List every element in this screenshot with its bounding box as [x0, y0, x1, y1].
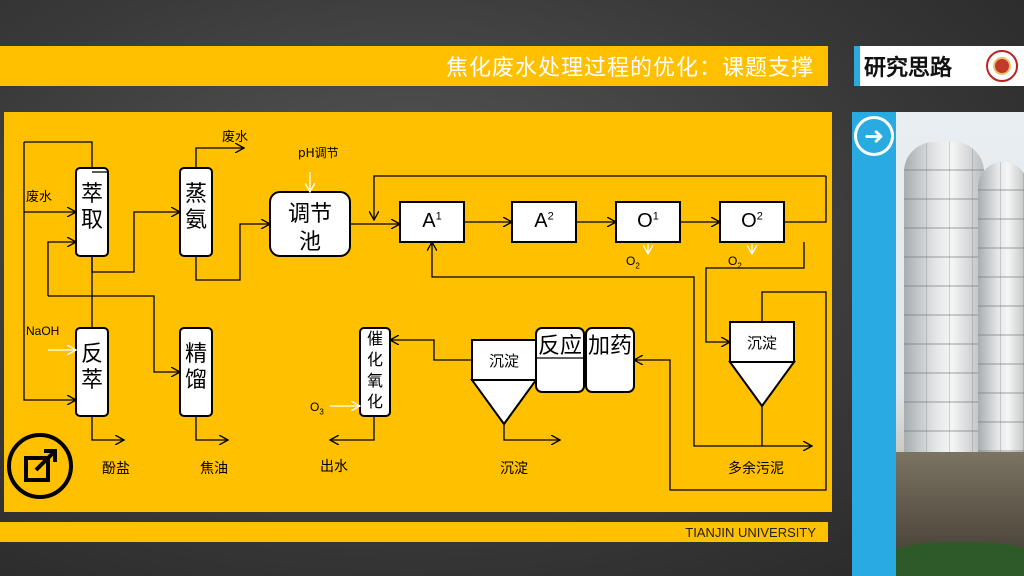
o1-label: O1: [637, 210, 659, 232]
o2-unit: [719, 201, 785, 243]
settle-2-label: 沉淀: [746, 334, 777, 352]
o3-label: O3: [310, 400, 324, 417]
o2-label: O2: [741, 210, 763, 232]
effluent-label: 出水: [320, 459, 348, 475]
waste-water-top-label: 废水: [222, 130, 249, 145]
title-bar: 焦化废水处理过程的优化：课题支撑: [0, 46, 828, 86]
process-diagram-panel: 萃取 蒸氨 调节 池 A1 A2 O1 O2 反萃 精馏 催化氧化 沉淀 反应 …: [4, 112, 832, 512]
excess-sludge-label: 多余污泥: [728, 461, 784, 477]
silo-left: [904, 142, 984, 472]
settle-1-cone: [470, 379, 538, 426]
strip-label: 蒸氨: [184, 182, 207, 233]
silo-right: [978, 162, 1024, 472]
process-flow-diagram: [23, 141, 827, 491]
phenol-salt-label: 酚盐: [102, 461, 130, 477]
reaction-label: 反应: [537, 334, 582, 359]
section-header: 研究思路: [854, 46, 1024, 86]
footer-bar: TIANJIN UNIVERSITY: [0, 522, 828, 542]
naoh-label: NaOH: [26, 324, 60, 338]
trees: [896, 542, 1024, 576]
side-accent-strip: [852, 112, 896, 576]
extract-label: 萃取: [80, 182, 103, 233]
settle-1-label: 沉淀: [488, 352, 519, 370]
settle-2-cone: [728, 361, 796, 408]
tar-label: 焦油: [200, 461, 228, 477]
sediment-label: 沉淀: [500, 461, 528, 477]
o1-unit: [615, 201, 681, 243]
arrow-right-circle-icon[interactable]: ➜: [854, 116, 894, 156]
university-seal-icon: [986, 50, 1018, 82]
page-title: 焦化废水处理过程的优化：课题支撑: [445, 56, 814, 81]
adjust-tank-label-1: 调节: [287, 202, 332, 227]
catalytic-oxidation-unit: [359, 327, 391, 417]
share-box-icon[interactable]: [6, 432, 74, 500]
a2-label: A2: [534, 210, 554, 232]
reaction-unit: [535, 327, 585, 393]
rectify-label: 精馏: [184, 342, 207, 393]
dosing-label: 加药: [587, 334, 632, 359]
adjust-tank-label-2: 池: [298, 230, 321, 255]
o2-label-a: O2: [626, 254, 640, 271]
waste-water-input-label: 废水: [26, 190, 53, 205]
ph-adjust-label: pH调节: [298, 146, 339, 160]
coking-plant-photo: [896, 112, 1024, 576]
a1-label: A1: [422, 210, 442, 232]
catalytic-oxidation-label: 催化氧化: [366, 329, 383, 411]
university-name: TIANJIN UNIVERSITY: [685, 524, 816, 540]
o2-label-b: O2: [728, 254, 742, 271]
back-extract-label: 反萃: [80, 342, 103, 393]
section-title: 研究思路: [864, 56, 953, 81]
